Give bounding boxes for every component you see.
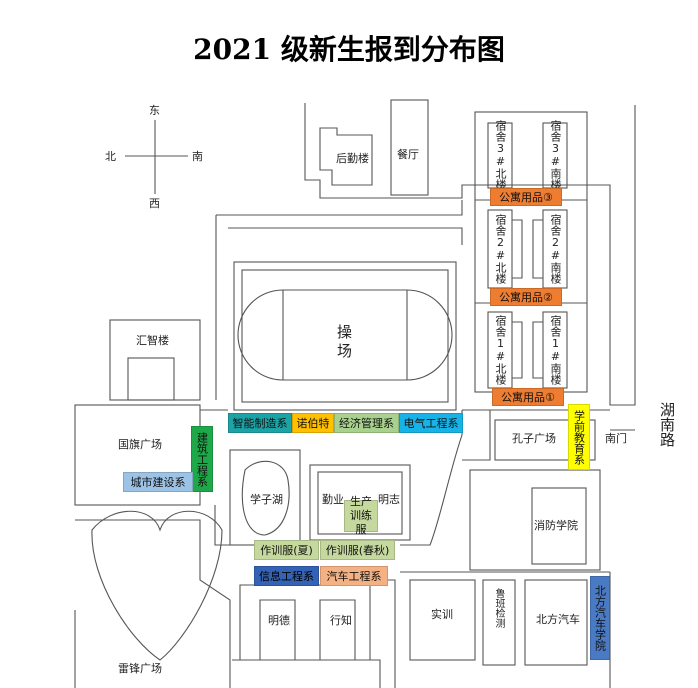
south-gate-label: 南门	[605, 432, 627, 445]
station-uniform-summer: 作训服(夏)	[254, 540, 319, 560]
xuezi-lake-label: 学子湖	[250, 493, 283, 506]
station-supplies2: 公寓用品②	[490, 288, 562, 306]
station-smart-manufacturing: 智能制造系	[228, 413, 292, 433]
station-supplies3: 公寓用品③	[490, 188, 562, 206]
page-title: 2021 级新生报到分布图	[193, 33, 505, 66]
mingzhi-label: 明志	[378, 493, 400, 506]
confucius-square-block	[494, 419, 596, 461]
compass-west: 西	[149, 197, 160, 210]
lujian-label: 鲁班检测	[493, 588, 504, 628]
station-urban-construction: 城市建设系	[123, 472, 193, 492]
station-info-engineering: 信息工程系	[254, 566, 319, 586]
station-electrical-engineering: 电气工程系	[399, 413, 463, 433]
fire-academy-block	[469, 469, 601, 571]
qinye-label: 勤业	[322, 493, 344, 506]
dorm1-south-label: 宿舍1#南楼	[549, 315, 562, 385]
beifang-auto-building	[524, 579, 588, 666]
heart-lake	[91, 510, 223, 661]
beifang-auto-label: 北方汽车	[536, 613, 580, 626]
compass-east: 东	[149, 104, 160, 117]
station-uniform-spring-autumn: 作训服(春秋)	[320, 540, 395, 560]
hunan-road-label: 湖南路	[658, 402, 676, 447]
shixun-label: 实训	[431, 608, 453, 621]
station-construction-engineering: 建筑工程系	[191, 426, 213, 492]
xuezi-lake	[241, 460, 290, 536]
fire-academy-label: 消防学院	[534, 519, 578, 532]
logistics-label: 后勤楼	[336, 152, 369, 165]
shixun-building	[409, 579, 476, 661]
huizhi-label: 汇智楼	[136, 334, 169, 347]
logistics-building	[319, 127, 373, 186]
canteen-label: 餐厅	[397, 148, 419, 161]
canteen-building	[390, 99, 429, 196]
dorm3-south-label: 宿舍3#南楼	[549, 120, 562, 190]
station-nobelt: 诺伯特	[292, 413, 334, 433]
playground-area	[233, 261, 457, 411]
station-production-uniform: 生产训练服	[344, 495, 378, 536]
xingzhi-label: 行知	[330, 614, 352, 627]
mingde-label: 明德	[268, 614, 290, 627]
dorm2-south-label: 宿舍2#南楼	[549, 214, 562, 284]
flag-square-label: 国旗广场	[118, 438, 162, 451]
dorm3-north-label: 宿舍3#北楼	[494, 120, 507, 190]
station-beifang-auto-academy: 北方汽车学院	[590, 576, 610, 660]
compass-north: 北	[105, 150, 116, 163]
station-preschool-education: 学前教育系	[568, 404, 590, 470]
lujian-building	[482, 579, 516, 666]
confucius-square-label: 孔子广场	[512, 432, 556, 445]
station-auto-engineering: 汽车工程系	[320, 566, 388, 586]
compass-south: 南	[192, 150, 203, 163]
leifeng-label: 雷锋广场	[118, 662, 162, 675]
playground-label: 操场	[335, 324, 353, 362]
dorm1-north-label: 宿舍1#北楼	[494, 315, 507, 385]
huizhi-building	[109, 319, 201, 401]
station-supplies1: 公寓用品①	[492, 388, 564, 406]
station-economic-management: 经济管理系	[334, 413, 399, 433]
dorm2-north-label: 宿舍2#北楼	[494, 214, 507, 284]
dormitory-area	[474, 111, 588, 393]
